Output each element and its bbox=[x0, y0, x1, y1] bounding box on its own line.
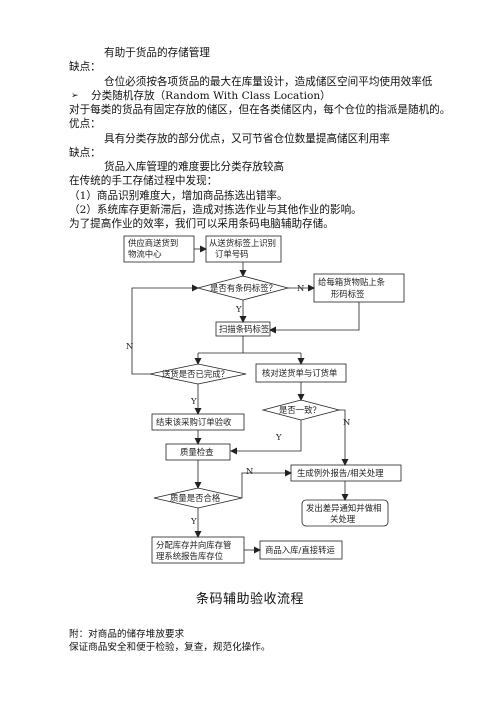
body-line-10: 在传统的手工存储过程中发现： bbox=[69, 175, 218, 187]
box-close-po: 结束该采购订单验收 bbox=[151, 413, 245, 431]
body-line-6: 优点： bbox=[69, 118, 101, 130]
box-exception-report-text: 生成例外报告/相关处理 bbox=[297, 468, 384, 478]
box-putaway-text: 商品入库/直接转运 bbox=[265, 545, 335, 555]
body-line-2: 缺点： bbox=[69, 61, 101, 73]
box-supplier-text-2: 物流中心 bbox=[128, 249, 162, 259]
box-quality-check-text: 质量检查 bbox=[180, 447, 214, 457]
body-line-5: 对于每类的货品有固定存放的储区，但在各类储区内，每个仓位的指派是随机的。 bbox=[69, 104, 451, 116]
label-no-delivery: N bbox=[126, 341, 133, 351]
footer-line-2: 保证商品安全和便于检验，复查，规范化操作。 bbox=[69, 642, 271, 653]
box-supplier: 供应商送货到 物流中心 bbox=[123, 235, 195, 263]
box-assign-location-text-2: 理系统报告库存位 bbox=[156, 551, 223, 561]
label-yes-delivery: Y bbox=[190, 396, 197, 406]
label-no-consistent: N bbox=[343, 417, 350, 427]
box-check-order: 核对送货单与订货单 bbox=[255, 363, 347, 383]
decision-delivery-complete: 送货是否已完成？ bbox=[149, 363, 247, 385]
decision-qualified: 质量是否合格 bbox=[153, 487, 243, 509]
box-scan-delivery-text-2: 订单号码 bbox=[215, 249, 249, 259]
box-attach-label: 给每箱货物贴上条 形码标签 bbox=[313, 273, 405, 303]
body-line-3: 仓位必须按各项货品的最大在库量设计，造成储区空间平均使用效率低 bbox=[104, 76, 433, 88]
receiving-flowchart: 供应商送货到 物流中心 从送货标签上识别 订单号码 是否有条码标签？ N 给每箱… bbox=[123, 235, 405, 564]
decision-consistent-text: 是否一致？ bbox=[279, 405, 321, 415]
footer-line-1: 附：对商品的储存堆放要求 bbox=[69, 629, 185, 640]
box-exception-report: 生成例外报告/相关处理 bbox=[290, 464, 402, 482]
decision-has-barcode-text: 是否有条码标签？ bbox=[210, 283, 277, 293]
bullet-icon: ➢ bbox=[71, 91, 79, 101]
box-assign-location-text-1: 分配库存并向库存管 bbox=[156, 540, 231, 550]
decision-has-barcode: 是否有条码标签？ bbox=[196, 275, 290, 301]
body-line-9: 货品入库管理的难度要比分类存放较高 bbox=[104, 161, 285, 173]
box-supplier-text-1: 供应商送货到 bbox=[128, 238, 178, 248]
box-check-order-text: 核对送货单与订货单 bbox=[262, 368, 337, 378]
body-line-8: 缺点： bbox=[69, 147, 101, 159]
body-line-13: 为了提高作业的效率，我们可以采用条码电脑辅助存储。 bbox=[69, 218, 334, 230]
decision-delivery-complete-text: 送货是否已完成？ bbox=[162, 369, 229, 379]
body-line-12: （2）系统库存更新滞后，造成对拣选作业与其他作业的影响。 bbox=[69, 204, 362, 216]
label-yes-consistent: Y bbox=[275, 432, 282, 442]
box-notify-difference-text-1: 发出差异通知并做相 bbox=[306, 503, 381, 513]
box-assign-location: 分配库存并向库存管 理系统报告库存位 bbox=[151, 536, 245, 564]
box-attach-label-text-1: 给每箱货物贴上条 bbox=[318, 277, 386, 287]
label-no-qualified: N bbox=[246, 466, 253, 476]
decision-consistent: 是否一致？ bbox=[261, 399, 341, 421]
box-putaway: 商品入库/直接转运 bbox=[259, 540, 343, 560]
body-line-4: 分类随机存放（Random With Class Location） bbox=[91, 90, 331, 102]
body-line-1: 有助于货品的存储管理 bbox=[104, 47, 210, 59]
box-scan-label-text: 扫描条码标签 bbox=[219, 324, 270, 334]
label-yes-qualified: Y bbox=[190, 516, 197, 526]
box-quality-check: 质量检查 bbox=[165, 443, 231, 461]
decision-qualified-text: 质量是否合格 bbox=[170, 493, 221, 503]
body-line-7: 具有分类存放的部分优点，又可节省仓位数量提高储区利用率 bbox=[104, 133, 391, 145]
body-line-11: （1）商品识别难度大，增加商品拣选出错率。 bbox=[69, 190, 288, 202]
box-scan-delivery: 从送货标签上识别 订单号码 bbox=[205, 235, 282, 263]
box-notify-difference: 发出差异通知并做相 关处理 bbox=[301, 499, 389, 527]
label-yes-barcode: Y bbox=[235, 304, 242, 314]
box-scan-delivery-text-1: 从送货标签上识别 bbox=[209, 238, 276, 248]
box-attach-label-text-2: 形码标签 bbox=[331, 289, 365, 299]
box-notify-difference-text-2: 关处理 bbox=[330, 514, 356, 524]
box-scan-label: 扫描条码标签 bbox=[215, 321, 271, 337]
box-close-po-text: 结束该采购订单验收 bbox=[156, 417, 232, 427]
flowchart-caption: 条码辅助验收流程 bbox=[195, 592, 304, 607]
